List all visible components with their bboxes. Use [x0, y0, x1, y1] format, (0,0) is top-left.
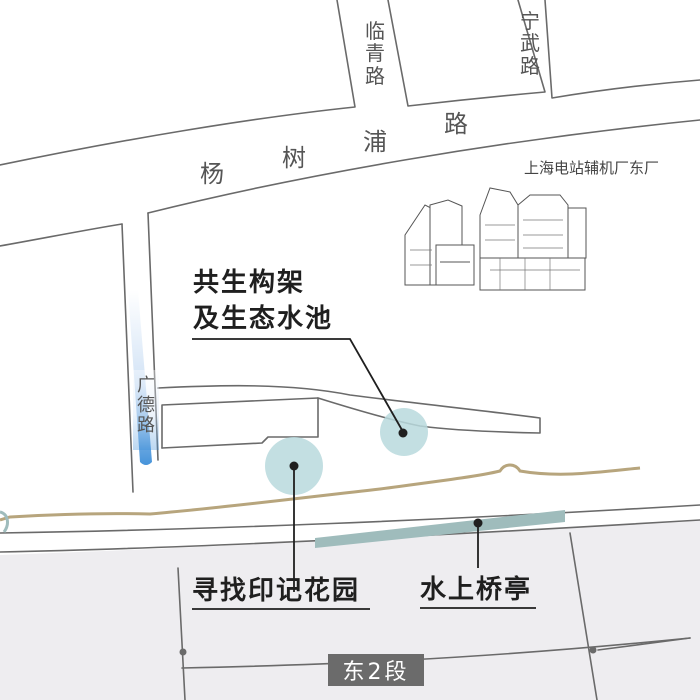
road-char: 路 [365, 63, 385, 88]
yangshupu-south-right [147, 119, 700, 214]
leaders [192, 338, 479, 592]
road-char: 广 [137, 375, 155, 396]
road-char: 路 [520, 53, 540, 78]
block-top-mid [387, 0, 546, 107]
segment-dot-left [179, 648, 187, 656]
segment-badge: 东2段 [328, 654, 424, 686]
road-char: 树 [282, 144, 306, 172]
waterfront-loop [0, 510, 9, 533]
park-inner-edge [161, 397, 319, 449]
segment-dot-right [589, 646, 597, 654]
road-char: 浦 [363, 128, 387, 156]
factory-label: 上海电站辅机厂东厂 [524, 159, 660, 177]
trellis-dot [398, 428, 408, 438]
pavilion-bar [315, 510, 565, 548]
embankment [0, 504, 700, 534]
road-char: 德 [137, 395, 155, 417]
trellis-leader [192, 338, 403, 431]
pavilion-label: 水上桥亭 [420, 575, 533, 605]
segment-line-right [569, 532, 598, 700]
road-char: 临 [365, 19, 385, 43]
trellis-label-line2: 及生态水池 [193, 304, 334, 334]
trellis-label-line1: 共生构架 [193, 268, 306, 298]
garden-dot [289, 461, 299, 471]
road-label-guangde: 广 德 路 [137, 375, 155, 437]
road-char: 路 [444, 110, 468, 138]
block-top-left [0, 0, 356, 166]
road-char: 武 [520, 31, 540, 56]
road-label-ningwu: 宁 武 路 [520, 9, 540, 78]
road-label-linqing: 临 青 路 [365, 19, 385, 88]
road-char: 路 [137, 415, 155, 437]
segment-line-ext [597, 637, 691, 651]
guangde-label-bg [133, 370, 159, 450]
guangde-west [121, 223, 134, 493]
road-char: 宁 [520, 9, 540, 33]
waterfront-path [0, 463, 641, 522]
block-top-right [544, 0, 700, 99]
segment-line-left [177, 567, 186, 700]
road-char: 青 [365, 41, 385, 66]
garden-label: 寻找印记花园 [192, 576, 361, 606]
river-area [0, 520, 700, 700]
factory-sketch [404, 187, 587, 291]
road-char: 杨 [200, 160, 224, 188]
park-outline [157, 384, 541, 449]
pavilion-dot [473, 518, 483, 528]
yangshupu-south-left [0, 223, 123, 247]
